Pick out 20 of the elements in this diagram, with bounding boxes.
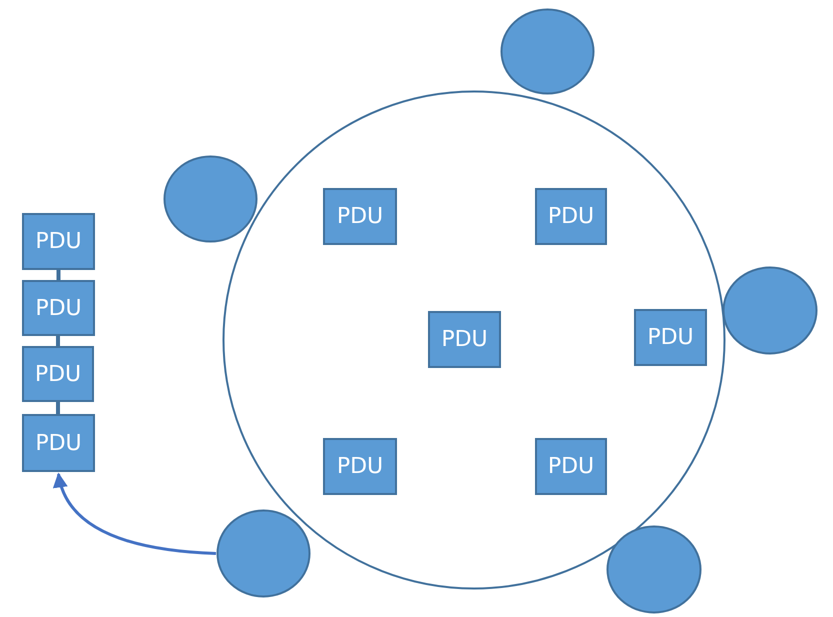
pdu-box: PDU (535, 188, 607, 245)
circle-node (606, 525, 702, 614)
circle-node (163, 155, 258, 243)
pdu-box: PDU (323, 438, 397, 495)
pdu-box: PDU (634, 309, 707, 366)
circle-node (216, 509, 311, 598)
pdu-box: PDU (535, 438, 607, 495)
arrow (54, 472, 216, 555)
pdu-box: PDU (22, 280, 95, 336)
large-circle (222, 90, 726, 590)
circle-node (722, 266, 818, 355)
connector-line (56, 402, 60, 414)
pdu-box: PDU (22, 213, 95, 270)
pdu-box: PDU (428, 311, 501, 368)
pdu-box: PDU (22, 346, 94, 402)
pdu-box: PDU (323, 188, 397, 245)
pdu-box: PDU (22, 414, 95, 472)
circle-node (500, 8, 595, 95)
connector-line (56, 336, 60, 346)
connector-line (56, 270, 60, 280)
